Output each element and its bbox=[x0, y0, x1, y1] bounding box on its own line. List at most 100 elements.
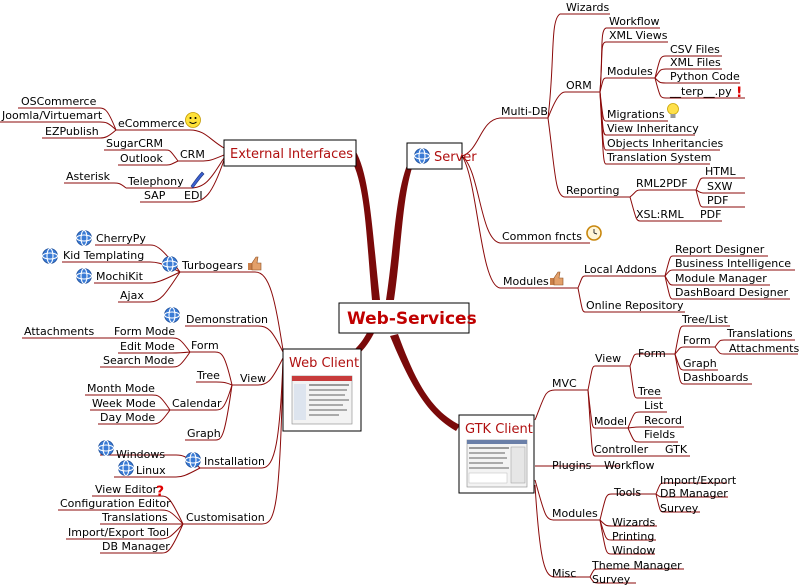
server-node[interactable]: Server bbox=[406, 142, 477, 170]
node-joomla: Joomla/Virtuemart bbox=[1, 109, 103, 122]
trunk-server bbox=[386, 158, 414, 300]
node-turbogears: Turbogears bbox=[181, 259, 243, 272]
node-record: Record bbox=[644, 414, 682, 427]
node-translation-system: Translation System bbox=[606, 151, 711, 164]
node-model: Model bbox=[594, 415, 627, 428]
root-node[interactable]: Web-Services bbox=[338, 302, 477, 334]
node-attachments: Attachments bbox=[24, 325, 94, 338]
node-day-mode: Day Mode bbox=[100, 411, 155, 424]
server-labels: Wizards Multi-DB ORM Workflow XML Views … bbox=[501, 1, 791, 312]
lightbulb-icon bbox=[667, 103, 679, 118]
node-graph: Graph bbox=[683, 357, 717, 370]
node-window: Window bbox=[612, 544, 655, 557]
node-html: HTML bbox=[705, 165, 736, 178]
node-db-manager: DB Manager bbox=[102, 540, 170, 553]
smiley-icon bbox=[185, 112, 201, 128]
node-module-manager: Module Manager bbox=[675, 272, 767, 285]
node-business-intelligence: Business Intelligence bbox=[675, 257, 791, 270]
node-dashboards: Dashboards bbox=[683, 371, 749, 384]
trunk-external bbox=[349, 150, 380, 300]
svg-text:?: ? bbox=[156, 484, 164, 500]
alarm-clock-icon bbox=[586, 225, 602, 241]
node-crm: CRM bbox=[180, 148, 205, 161]
node-tree: Tree bbox=[196, 369, 220, 382]
globe-icon bbox=[97, 439, 115, 457]
svg-text:GTK Client: GTK Client bbox=[465, 422, 533, 437]
thumbs-up-icon bbox=[550, 271, 564, 286]
node-rml2pdf: RML2PDF bbox=[636, 177, 688, 190]
node-form: Form bbox=[191, 339, 219, 352]
exclamation-icon: ! bbox=[736, 85, 742, 101]
node-workflow: Workflow bbox=[604, 459, 655, 472]
node-form-mode: Form Mode bbox=[114, 325, 175, 338]
node-tree: Tree bbox=[637, 385, 661, 398]
node-edit-mode: Edit Mode bbox=[120, 340, 175, 353]
server-branches bbox=[461, 13, 795, 313]
node-tools: Tools bbox=[613, 486, 641, 499]
node-oscommerce: OSCommerce bbox=[21, 95, 97, 108]
node-python-code: Python Code bbox=[670, 70, 740, 83]
node-translations: Translations bbox=[101, 511, 168, 524]
svg-text:!: ! bbox=[736, 85, 742, 101]
node-csv-files: CSV Files bbox=[670, 43, 720, 56]
node-modules-2: Modules bbox=[503, 275, 549, 288]
node-outlook: Outlook bbox=[120, 152, 163, 165]
node-windows: Windows bbox=[116, 448, 165, 461]
node-demonstration: Demonstration bbox=[186, 313, 268, 326]
node-controller: Controller bbox=[594, 443, 649, 456]
gtk-node[interactable]: GTK Client bbox=[458, 414, 535, 494]
node-ezpublish: EZPublish bbox=[45, 125, 99, 138]
node-view: View bbox=[595, 352, 621, 365]
node-orm: ORM bbox=[566, 79, 592, 92]
node-xml-files: XML Files bbox=[670, 56, 721, 69]
globe-icon bbox=[184, 451, 202, 469]
svg-text:Web Client: Web Client bbox=[289, 356, 359, 371]
node-terp-py: __terp__.py bbox=[669, 85, 732, 98]
node-installation: Installation bbox=[204, 455, 265, 468]
globe-icon bbox=[41, 247, 59, 265]
node-pdf-1: PDF bbox=[707, 194, 728, 207]
globe-icon bbox=[75, 229, 93, 247]
screenshot-thumbnail bbox=[466, 439, 528, 488]
node-online-repository: Online Repository bbox=[586, 299, 684, 312]
globe-icon bbox=[163, 306, 181, 324]
phone-icon bbox=[190, 171, 205, 189]
node-mochikit: MochiKit bbox=[96, 270, 144, 283]
node-import-export-tool: Import/Export Tool bbox=[68, 526, 169, 539]
node-wizards: Wizards bbox=[612, 516, 656, 529]
node-cherrypy: CherryPy bbox=[96, 232, 146, 245]
node-search-mode: Search Mode bbox=[103, 354, 174, 367]
node-common-fncts: Common fncts bbox=[502, 230, 582, 243]
node-month-mode: Month Mode bbox=[87, 382, 155, 395]
web-labels: Turbogears CherryPy Kid Templating Mochi… bbox=[24, 232, 268, 553]
svg-text:Web-Services: Web-Services bbox=[347, 309, 477, 329]
node-form: Form bbox=[638, 347, 666, 360]
web-node[interactable]: Web Client bbox=[282, 348, 362, 432]
node-xml-views: XML Views bbox=[609, 29, 668, 42]
node-view-inheritancy: View Inheritancy bbox=[607, 122, 699, 135]
node-objects-inheritancies: Objects Inheritancies bbox=[607, 137, 723, 150]
node-kid-templating: Kid Templating bbox=[63, 249, 144, 262]
external-node[interactable]: External Interfaces bbox=[223, 139, 357, 167]
external-branches bbox=[0, 107, 225, 203]
globe-icon bbox=[413, 147, 431, 165]
node-local-addons: Local Addons bbox=[584, 263, 657, 276]
node-customisation: Customisation bbox=[186, 511, 265, 524]
node-linux: Linux bbox=[136, 464, 166, 477]
node-edi: EDI bbox=[184, 189, 203, 202]
node-reporting: Reporting bbox=[566, 184, 619, 197]
node-pdf-2: PDF bbox=[700, 208, 721, 221]
node-calendar: Calendar bbox=[172, 397, 222, 410]
node-survey-2: Survey bbox=[592, 573, 631, 586]
node-telephony: Telephony bbox=[127, 175, 184, 188]
node-dashboard-designer: DashBoard Designer bbox=[675, 286, 788, 299]
svg-text:Server: Server bbox=[434, 150, 477, 165]
node-graph: Graph bbox=[187, 427, 221, 440]
node-wizards: Wizards bbox=[566, 1, 610, 14]
node-view: View bbox=[240, 372, 266, 385]
node-theme-manager: Theme Manager bbox=[591, 559, 682, 572]
node-multi-db: Multi-DB bbox=[501, 105, 548, 118]
node-view-editor: View Editor bbox=[95, 483, 158, 496]
gtk-branches bbox=[534, 325, 798, 584]
screenshot-thumbnail bbox=[291, 375, 353, 425]
